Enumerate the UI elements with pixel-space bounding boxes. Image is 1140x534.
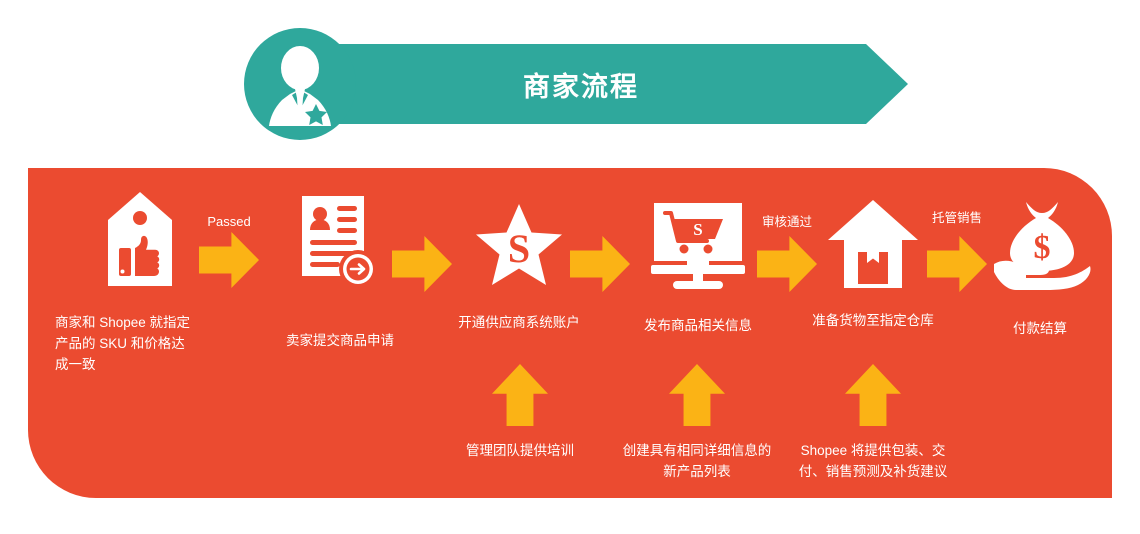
price-tag-thumbs-up-icon (104, 190, 176, 293)
shopee-star-s-icon: S (473, 204, 565, 297)
step-label-3: 开通供应商系统账户 (458, 315, 580, 330)
warehouse-box-icon (828, 200, 918, 293)
step-label-2: 卖家提交商品申请 (286, 333, 394, 348)
svg-text:S: S (508, 226, 530, 271)
arrow-label-passed: Passed (207, 214, 251, 229)
businessperson-star-icon (244, 28, 356, 140)
page-title: 商家流程 (523, 71, 639, 102)
step-label-6: 付款结算 (1013, 321, 1067, 336)
support-label-1: 管理团队提供培训 (466, 443, 574, 458)
header-banner: 商家流程 (244, 28, 908, 140)
arrow-label-approved: 审核通过 (761, 215, 812, 229)
step-label-1: 商家和 Shopee 就指定 产品的 SKU 和价格达 成一致 (55, 315, 191, 372)
step-label-5: 准备货物至指定仓库 (812, 313, 934, 328)
banner-arrow-shape (296, 44, 908, 124)
svg-text:S: S (693, 220, 702, 239)
step-label-4: 发布商品相关信息 (644, 318, 752, 333)
support-label-2: 创建具有相同详细信息的 新产品列表 (622, 443, 772, 479)
svg-text:$: $ (1034, 229, 1051, 266)
arrow-label-consignment-sales: 托管销售 (931, 211, 982, 225)
monitor-shopping-cart-icon: S (651, 203, 745, 294)
flow-panel (28, 168, 1112, 498)
hand-money-bag-icon: $ (992, 200, 1092, 297)
application-form-submit-icon (300, 196, 378, 293)
support-label-3: Shopee 将提供包装、交 付、销售预测及补货建议 (798, 443, 948, 479)
